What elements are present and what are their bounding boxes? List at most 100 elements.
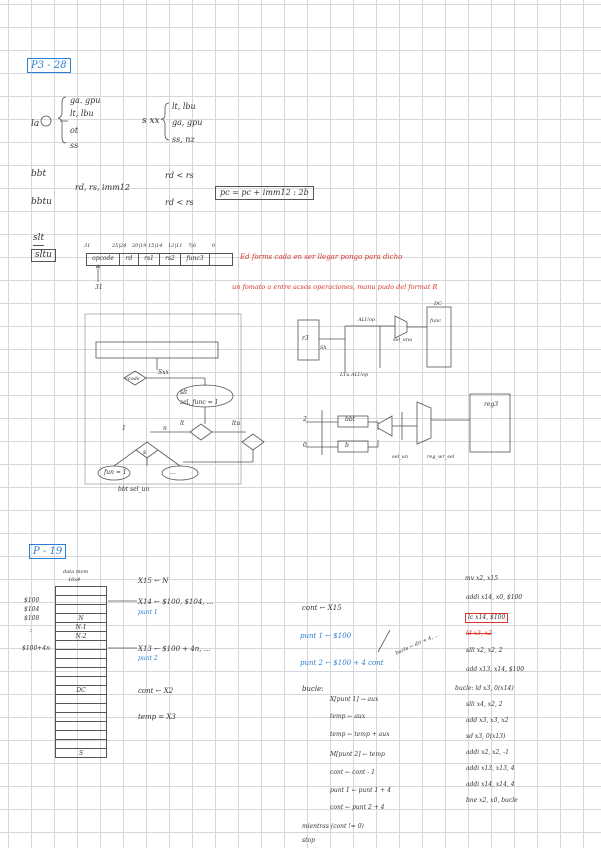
addr-108: $108 xyxy=(24,615,40,622)
reg-line-2: X14 ← $100, $104, ... xyxy=(138,598,214,606)
field-func3: func3 xyxy=(181,254,210,265)
asm-line: addi x14, x14, 4 xyxy=(466,781,515,788)
fc-decision-3 xyxy=(241,433,265,451)
memory-cell: S xyxy=(55,748,107,758)
row1-mid: rd, rs, imm12 xyxy=(75,183,130,192)
addr-100-4n: $100+4n xyxy=(22,645,50,652)
fc-process-box xyxy=(95,341,219,359)
brace-a xyxy=(57,96,67,144)
label-sltu: sltu xyxy=(31,249,56,262)
field-rs2: rs2 xyxy=(160,254,181,265)
fc-ellipse-top-1: slt xyxy=(180,389,188,396)
brace-b xyxy=(160,102,170,141)
group-a-line-2: lt, lbu xyxy=(70,109,94,118)
asm-line: ld x3, x2 xyxy=(466,630,492,637)
reg-line-3: X13 ← $100 + 4n, ... xyxy=(138,645,211,653)
c1-block: func xyxy=(430,318,442,324)
fh-1: 25|24 xyxy=(112,243,127,249)
fc-label-1: 1 xyxy=(122,425,126,432)
fc-frame xyxy=(84,313,242,485)
code-line-10: punt 1 ← punt 1 + 4 xyxy=(330,787,391,794)
code-line-8: M[punt 2] ← temp xyxy=(330,751,385,758)
c2-sel: sel_un xyxy=(392,454,409,460)
fc-ellipse-right xyxy=(161,465,199,481)
row1-right: rd < rs xyxy=(165,171,194,180)
fh-0: 31 xyxy=(84,243,91,249)
addr-104: $104 xyxy=(24,606,40,613)
c1-reg-left: r3 xyxy=(302,335,309,342)
field-rd: rd xyxy=(120,254,139,265)
code-line-4: bucle: xyxy=(302,685,324,693)
asm-line: addi x2, x2, -1 xyxy=(466,749,509,756)
c2-box2 xyxy=(337,440,369,453)
code-line-2: punt 1 ← $100 xyxy=(300,632,352,640)
fh-4: 12|11 xyxy=(168,243,183,249)
arrow-label: 31 xyxy=(95,284,103,291)
asm-line: bucle: ld x3, 0(x14) xyxy=(455,685,514,692)
asm-line: add x3, x3, x2 xyxy=(466,717,509,724)
fc-decision-top: ccode xyxy=(125,376,140,382)
asm-line: add x13, x14, $100 xyxy=(466,666,525,673)
fc-label-s: s xyxy=(143,449,147,456)
code-line-3: punt 2 ← $100 + 4 cont xyxy=(300,659,384,667)
pointer-1: punt 1 xyxy=(138,609,158,616)
instr-label: la xyxy=(31,119,40,129)
asm-line: slli x2, x2, 2 xyxy=(466,647,503,654)
asm-line: addi x13, x13, 4 xyxy=(466,765,515,772)
fc-ellipse-left xyxy=(97,465,131,481)
fh-5: 7|6 xyxy=(188,243,197,249)
c2-reg-sel: reg_wr_sel xyxy=(427,454,455,460)
addr-100: $100 xyxy=(24,597,40,604)
note-line-2: un fomato a entre acsos operaciones, man… xyxy=(232,283,438,291)
group-a-line-3: ot xyxy=(70,126,79,135)
code-line-12: mientras (cont != 0) xyxy=(302,823,364,830)
c2-box1 xyxy=(337,415,369,428)
row2-right: rd < rs xyxy=(165,198,194,207)
section-title-p3-28: P3 - 28 xyxy=(27,58,71,73)
group-b-line-3: ss, nz xyxy=(172,135,195,144)
code-line-1: cont ← X15 xyxy=(302,604,342,612)
mem-header-1: data mem xyxy=(63,569,89,575)
code-line-7: temp ← temp + aux xyxy=(330,731,390,738)
note-line-1: Ed forms cada en ser llegar pongo para d… xyxy=(240,253,403,261)
pointer-2: punt 2 xyxy=(138,655,158,662)
c2-reg xyxy=(469,393,511,453)
pc-box: pc = pc + imm12 : 2b xyxy=(215,186,314,200)
c2-reg: reg3 xyxy=(484,401,499,408)
c1-mux xyxy=(394,315,408,339)
asm-line: slli x4, x2, 2 xyxy=(466,701,503,708)
code-line-11: cont ← punt 2 + 4 xyxy=(330,804,385,811)
group-a-line-4: ss xyxy=(70,141,79,150)
reg-line-1: X15 ← N xyxy=(138,577,169,585)
format-header: 31 25|24 20|19 15|14 12|11 7|6 0 xyxy=(84,244,224,252)
row2-left: bbtu xyxy=(31,197,52,207)
c2-box1: bbt xyxy=(345,416,356,423)
asm-line: sd x3, 0(x13) xyxy=(466,733,506,740)
fh-2: 20|19 xyxy=(132,243,147,249)
c1-reg xyxy=(297,319,320,361)
fc-label-n: n xyxy=(163,425,167,432)
c2-in1: 2 xyxy=(303,416,307,423)
code-line-9: cont ← cont - 1 xyxy=(330,769,375,776)
c2-comparator xyxy=(377,415,393,437)
asm-line: addi x14, x0, $100 xyxy=(466,594,523,601)
row1-left: bbt xyxy=(31,169,47,179)
addr-dots: : xyxy=(30,627,33,634)
fc-decision-2 xyxy=(189,423,213,441)
field-opcode: opcode xyxy=(87,254,120,265)
code-line-13: stop xyxy=(302,837,315,844)
fc-decision-4 xyxy=(135,441,159,459)
c1-block xyxy=(426,306,452,368)
c1-label-in: Sh xyxy=(320,345,327,351)
label-slt: slt xyxy=(33,234,45,246)
mem-header-2: 16x4 xyxy=(68,577,81,583)
asm-line: mv x2, x15 xyxy=(465,575,499,582)
code-line-5: X[punt 1] → aux xyxy=(330,696,379,703)
fc-ellipse-right: ... xyxy=(170,469,176,476)
group-b-line-1: lt, lbu xyxy=(172,102,196,111)
fc-label-ltu: ltu xyxy=(232,420,241,427)
temp-line: temp = X3 xyxy=(138,713,176,721)
field-rs1: rs1 xyxy=(139,254,160,265)
fh-6: 0 xyxy=(212,243,216,249)
